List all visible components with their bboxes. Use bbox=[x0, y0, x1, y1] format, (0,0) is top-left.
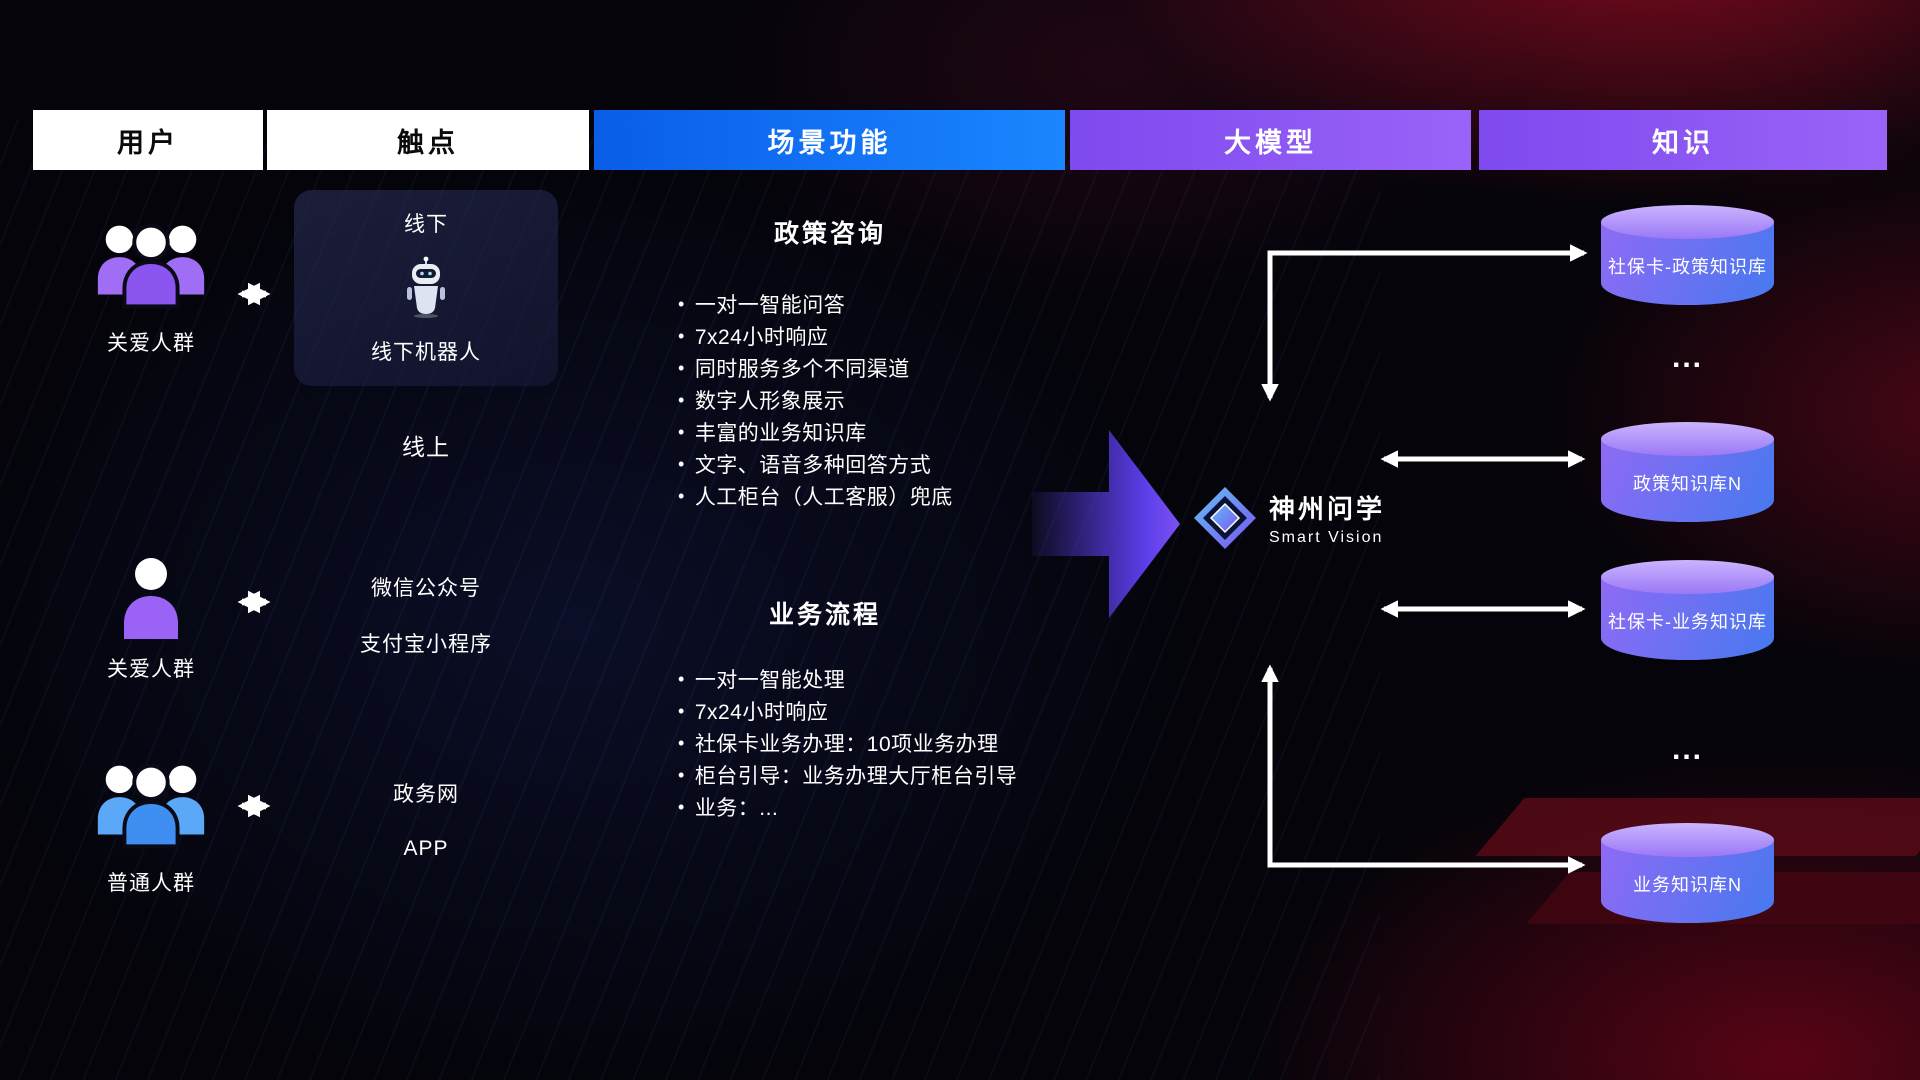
touchpoint-app: APP bbox=[403, 837, 449, 860]
offline-robot-label: 线下机器人 bbox=[371, 341, 481, 364]
offline-label: 线下 bbox=[404, 213, 448, 236]
general-people-group-icon bbox=[97, 763, 205, 849]
db-cylinder-top bbox=[1601, 422, 1774, 456]
db-label: 业务知识库N bbox=[1633, 874, 1742, 895]
header-touchpoints: 触点 bbox=[267, 110, 589, 170]
policy-section-title: 政策咨询 bbox=[773, 220, 886, 248]
policy-item: 同时服务多个不同渠道 bbox=[678, 354, 953, 386]
logo-name: 神州问学 bbox=[1269, 494, 1386, 524]
db-cylinder-top bbox=[1601, 205, 1774, 239]
user-label: 普通人群 bbox=[107, 872, 195, 895]
user-group-general: 普通人群 bbox=[76, 752, 226, 897]
user-group-care-1: 关爱人群 bbox=[76, 212, 226, 357]
smart-vision-logo: 神州问学 Smart Vision bbox=[1193, 486, 1385, 550]
policy-item: 7x24小时响应 bbox=[678, 322, 953, 354]
business-section-title: 业务流程 bbox=[768, 601, 881, 629]
policy-item: 一对一智能问答 bbox=[678, 290, 953, 322]
ellipsis-top: ... bbox=[1671, 341, 1703, 374]
business-item: 7x24小时响应 bbox=[678, 697, 1017, 729]
db-socialcard-business: 社保卡-业务知识库 bbox=[1601, 560, 1774, 660]
offline-touchpoint-card: 线下 线下机器人 bbox=[294, 190, 558, 386]
policy-item: 人工柜台（人工客服）兜底 bbox=[678, 482, 953, 514]
header-scenarios: 场景功能 bbox=[594, 110, 1065, 170]
business-item: 业务：... bbox=[678, 793, 1017, 825]
ellipsis-bottom: ... bbox=[1671, 733, 1703, 766]
logo-text: 神州问学 Smart Vision bbox=[1269, 489, 1385, 547]
touchpoint-gov: 政务网 bbox=[393, 783, 459, 806]
db-socialcard-policy: 社保卡-政策知识库 bbox=[1601, 205, 1774, 305]
db-business-n: 业务知识库N bbox=[1601, 823, 1774, 923]
policy-feature-list: 一对一智能问答 7x24小时响应 同时服务多个不同渠道 数字人形象展示 丰富的业… bbox=[678, 290, 953, 514]
logo-subtitle: Smart Vision bbox=[1269, 529, 1384, 546]
touchpoint-wechat: 微信公众号 bbox=[371, 577, 481, 600]
robot-icon bbox=[407, 256, 445, 318]
care-people-group-icon bbox=[97, 223, 205, 309]
user-label: 关爱人群 bbox=[107, 658, 195, 681]
header-knowledge: 知识 bbox=[1479, 110, 1887, 170]
flow-arrow bbox=[1032, 430, 1180, 618]
header-model: 大模型 bbox=[1070, 110, 1471, 170]
business-feature-list: 一对一智能处理 7x24小时响应 社保卡业务办理：10项业务办理 柜台引导：业务… bbox=[678, 665, 1017, 825]
db-cylinder-top bbox=[1601, 560, 1774, 594]
business-item: 社保卡业务办理：10项业务办理 bbox=[678, 729, 1017, 761]
user-label: 关爱人群 bbox=[107, 332, 195, 355]
user-single-care: 关爱人群 bbox=[76, 550, 226, 683]
db-label: 政策知识库N bbox=[1633, 473, 1742, 494]
db-label: 社保卡-业务知识库 bbox=[1608, 611, 1767, 632]
policy-item: 数字人形象展示 bbox=[678, 386, 953, 418]
online-label: 线上 bbox=[402, 434, 450, 460]
policy-item: 文字、语音多种回答方式 bbox=[678, 450, 953, 482]
care-person-icon bbox=[124, 558, 178, 639]
diamond-logo-icon bbox=[1194, 487, 1256, 549]
policy-item: 丰富的业务知识库 bbox=[678, 418, 953, 450]
header-users: 用户 bbox=[33, 110, 263, 170]
business-item: 一对一智能处理 bbox=[678, 665, 1017, 697]
touchpoint-alipay: 支付宝小程序 bbox=[360, 633, 492, 656]
business-item: 柜台引导：业务办理大厅柜台引导 bbox=[678, 761, 1017, 793]
arrow-model-db1 bbox=[1261, 244, 1588, 402]
db-cylinder-top bbox=[1601, 823, 1774, 857]
db-policy-n: 政策知识库N bbox=[1601, 422, 1774, 522]
db-label: 社保卡-政策知识库 bbox=[1608, 256, 1767, 277]
